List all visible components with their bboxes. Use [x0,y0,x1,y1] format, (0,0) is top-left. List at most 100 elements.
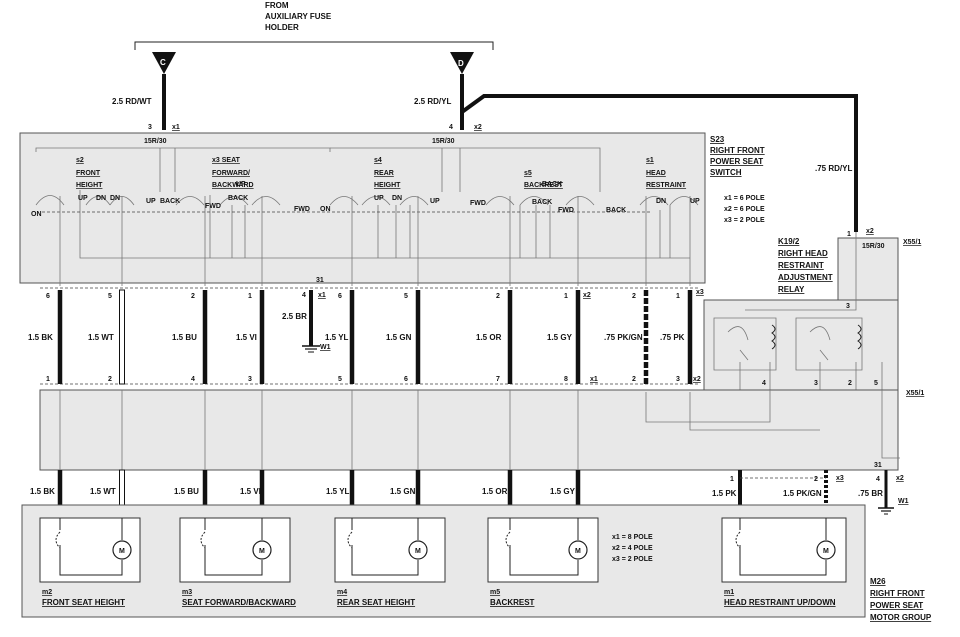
motor-name: HEAD RESTRAINT UP/DOWN [724,598,836,607]
relay-title-5: RELAY [778,285,805,294]
motor-group-title-4: MOTOR GROUP [870,613,932,622]
relay-connector-x55: X55/1 [903,239,921,246]
s4-line-1: REAR [374,170,394,177]
fuse-holder-label: FROM AUXILIARY FUSE HOLDER [265,1,332,32]
lower-wire-label: 1.5 GN [390,487,416,496]
lower-wire-label: 1.5 GY [550,487,576,496]
relay-title-1: K19/2 [778,237,800,246]
lower-ground-w1: W1 [898,498,909,505]
upper-wire-9: 22.75 PK/GN [604,290,649,384]
section-s3: x3 SEAT FORWARD/ BACKWARD BACK FWD BACK … [160,157,310,213]
relay-internals [713,300,863,371]
motor-key: m1 [724,589,734,596]
wire-label-rd-wt: 2.5 RD/WT [112,97,152,106]
upper-wire-label: 1.5 OR [476,333,502,342]
ref-x2-upper: x2 [583,292,591,299]
lower-wire-label: 1.5 BK [30,487,55,496]
motor-contact [55,531,61,549]
motor-symbol-letter: M [119,548,125,555]
motor-circuit [59,518,123,576]
upper-wire-label: 1.5 GN [386,333,412,342]
connector-x55-1-label: X55/1 [906,390,924,397]
relay-title-4: ADJUSTMENT [778,273,833,282]
s4-up-2: UP [430,198,440,205]
motor-symbol-letter: M [415,548,421,555]
term-15r30-a: 15R/30 [144,138,167,145]
s5-back: BACK [532,199,552,206]
relay-inner-pin-3b: 3 [814,380,818,387]
s4-on: ON [320,206,331,213]
upper-wire-10: 13.75 PK [660,290,693,384]
pin-4-ref: x2 [474,124,482,131]
upper-wire-label: 1.5 BK [28,333,53,342]
switch-title-4: SWITCH [710,168,742,177]
motor-name: REAR SEAT HEIGHT [337,598,415,607]
ref-x2-lower: x2 [693,376,701,383]
upper-wire-pin-bottom: 7 [496,376,500,383]
lower-wire-label: 1.5 OR [482,487,508,496]
pin-3: 3 [148,124,152,131]
upper-wire-label: 1.5 VI [236,333,257,342]
lower-wire-label: 1.5 VI [240,487,261,496]
motor-pole-note-1: x1 = 8 POLE [612,534,653,541]
s1-key: s1 [646,157,654,164]
motor-name: SEAT FORWARD/BACKWARD [182,598,296,607]
upper-wire-pin-bottom: 8 [564,376,568,383]
relay-connector-block [837,237,899,301]
upper-wire-pin-bottom: 2 [108,376,112,383]
wire-label-2-5-br: 2.5 BR [282,312,307,321]
pin-4: 4 [449,124,453,131]
motor-pole-note-3: x3 = 2 POLE [612,556,653,563]
switch-title: S23 RIGHT FRONT POWER SEAT SWITCH [710,135,765,177]
motor-symbol-letter: M [823,548,829,555]
s2-line-1: FRONT [76,170,101,177]
lower-wire-label: 1.5 BU [174,487,199,496]
upper-wire-2: 521.5 WT [88,289,125,385]
s1-dn: DN [656,198,666,205]
motor-circuit [351,518,419,576]
connector-c: C [152,52,176,130]
relay-title-3: RESTRAINT [778,261,824,270]
upper-wire-3: 241.5 BU [172,290,208,384]
term-15r30-b: 15R/30 [432,138,455,145]
motor-box [179,517,291,583]
s1-line-2: RESTRAINT [646,182,687,189]
relay-pin-1-ref: x2 [866,228,874,235]
motor-contact [200,531,206,549]
s2-on: ON [31,211,42,218]
motor-key: m5 [490,589,500,596]
section-s1: s1 HEAD RESTRAINT UP DN [646,157,700,205]
wire-label-75-br: .75 BR [858,489,883,498]
s3-line-1: x3 SEAT [212,157,241,164]
upper-wire-pin-top: 2 [191,293,195,300]
relay-title-2: RIGHT HEAD [778,249,828,258]
motor-symbol [816,540,836,560]
upper-wire-pin-top: 6 [46,293,50,300]
relay-inner-pin-4: 4 [762,380,766,387]
s5-back-2: BACK [606,207,626,214]
s3-fwd: FWD [205,203,221,210]
upper-wire-4: 131.5 VI [236,290,265,384]
ground-pin-4: 4 [302,292,306,299]
ground-w1-label: W1 [320,344,331,351]
s5-fwd-2: FWD [558,207,574,214]
upper-wire-pin-bottom: 1 [46,376,50,383]
wire-label-1-5-pk-gn: 1.5 PK/GN [783,489,822,498]
upper-wire-pin-top: 6 [338,293,342,300]
s2-line-2: HEIGHT [76,182,103,189]
upper-wire-pin-bottom: 6 [404,376,408,383]
motor-contact [347,531,353,549]
section-s4: s4 REAR HEIGHT ON UP DN UP [320,157,440,213]
lower-pin-2: 2 [814,476,818,483]
pole-note-3: x3 = 2 POLE [724,217,765,224]
motor-circuit [739,518,827,576]
motor-symbol [112,540,132,560]
upper-wire-label: .75 PK [660,333,685,342]
section-s5: s5 BACKREST FWD BACK FWD BACK [470,170,626,214]
from-label-2: AUXILIARY FUSE [265,12,332,21]
s2-dn-2: DN [110,195,120,202]
motor-group-title-3: POWER SEAT [870,601,923,610]
upper-wire-label: .75 PK/GN [604,333,643,342]
